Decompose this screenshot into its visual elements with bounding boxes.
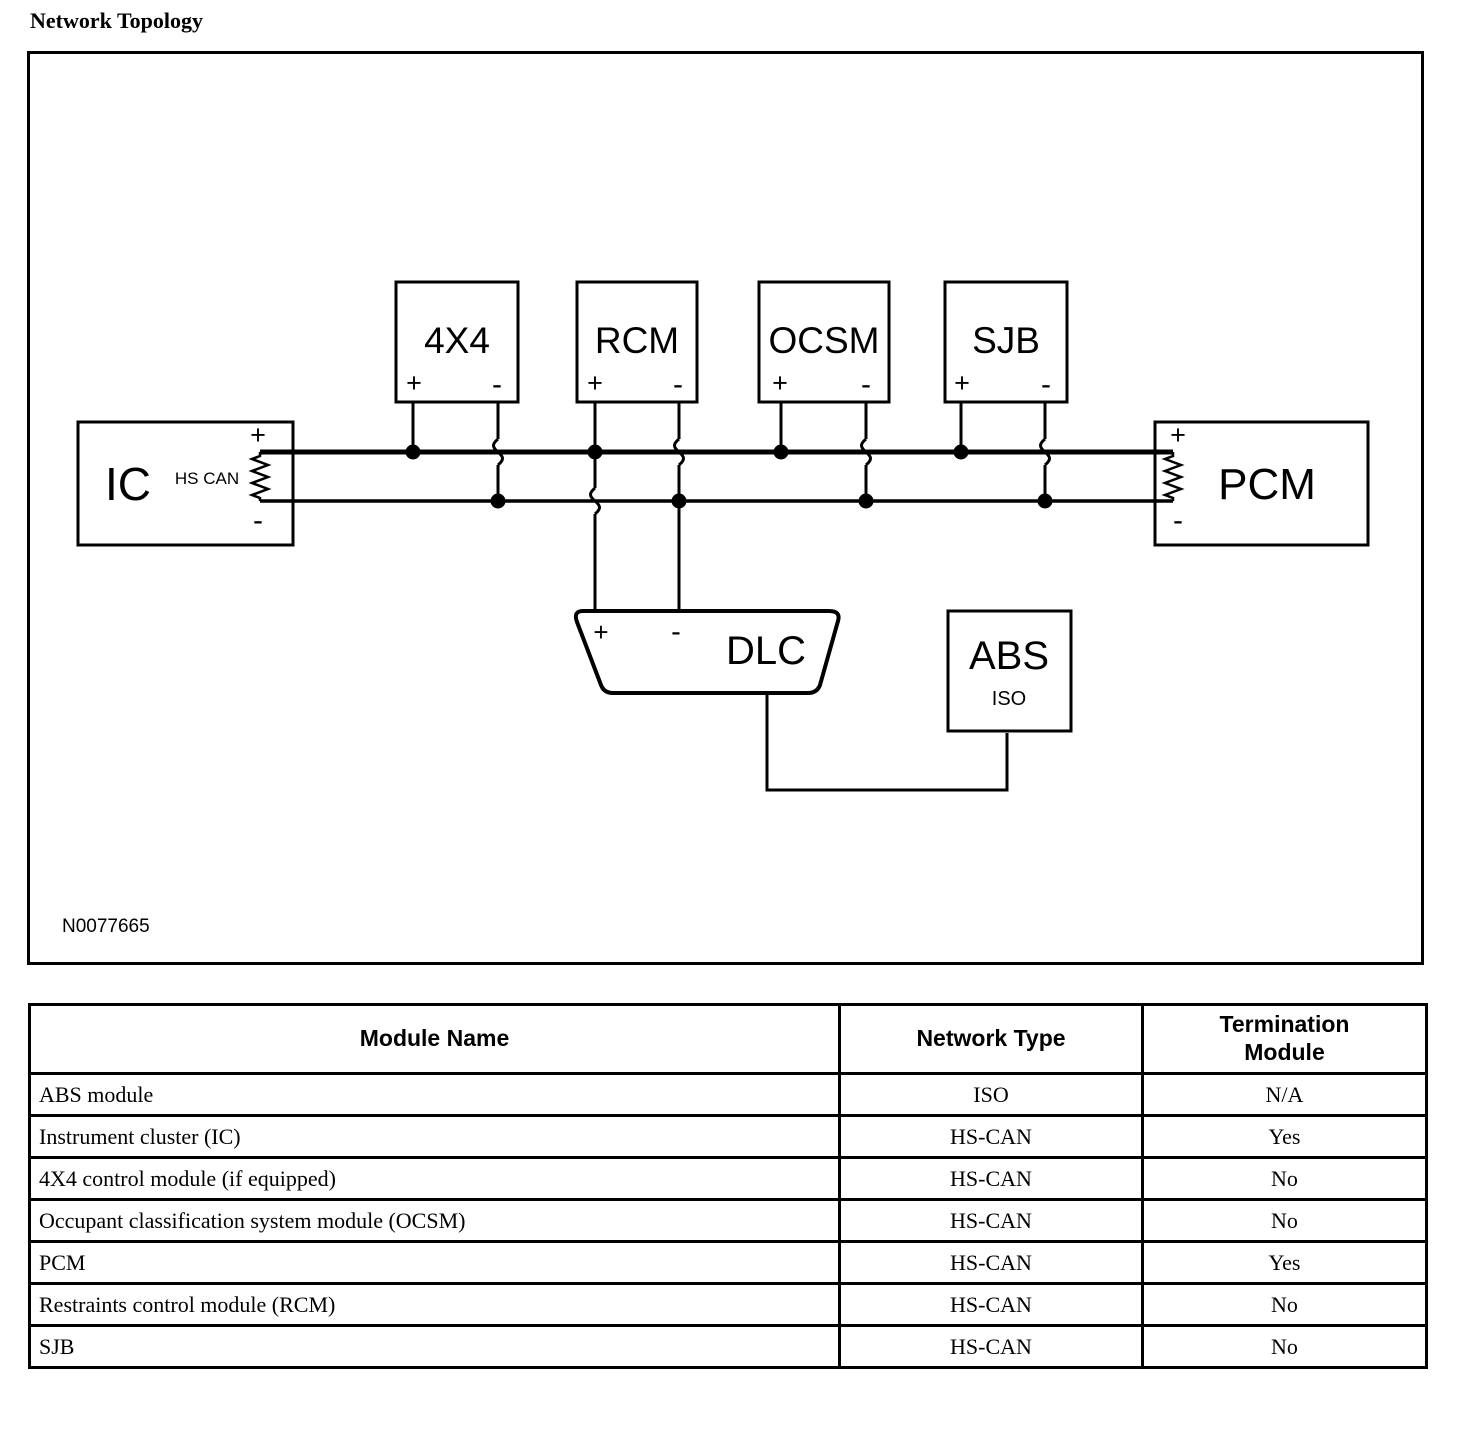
cell-module-name: Restraints control module (RCM) [28, 1282, 841, 1327]
dlc-connector-shape [573, 609, 841, 695]
dlc-abs-wire [765, 693, 1009, 792]
header-termination-module: Termination Module [1141, 1003, 1428, 1075]
cell-termination: Yes [1141, 1114, 1428, 1159]
junction-dot [773, 444, 789, 460]
cell-network-type: ISO [838, 1072, 1144, 1117]
module-network-table: Module Name Network Type Termination Mod… [28, 1003, 1428, 1369]
sjb-minus-label: - [1041, 368, 1051, 401]
cell-termination: N/A [1141, 1072, 1428, 1117]
wire-crossover-squiggles [492, 437, 1051, 516]
ocsm-plus-label: + [772, 368, 788, 398]
table-row: Instrument cluster (IC) HS-CAN Yes [28, 1114, 1428, 1159]
pcm-termination-resistor [1161, 452, 1185, 501]
table-row: PCM HS-CAN Yes [28, 1240, 1428, 1285]
ic-module-box [76, 420, 295, 547]
rcm-plus-label: + [587, 368, 603, 398]
header-termination-module-label: Termination Module [1219, 1011, 1350, 1065]
sjb-label: SJB [972, 320, 1040, 361]
dlc-label: DLC [726, 629, 806, 673]
network-topology-diagram: IC HS CAN + - PCM + - 4X4 + - RCM + - OC… [27, 51, 1424, 965]
4x4-module-box [394, 280, 520, 404]
ic-minus-label: - [253, 504, 263, 537]
page-title: Network Topology [30, 8, 203, 33]
header-network-type: Network Type [838, 1003, 1144, 1075]
cell-network-type: HS-CAN [838, 1240, 1144, 1285]
sjb-module-box [943, 280, 1069, 404]
rcm-label: RCM [595, 320, 679, 361]
table-row: 4X4 control module (if equipped) HS-CAN … [28, 1156, 1428, 1201]
table-row: Restraints control module (RCM) HS-CAN N… [28, 1282, 1428, 1327]
dlc-minus-label: - [671, 616, 681, 648]
cell-network-type: HS-CAN [838, 1282, 1144, 1327]
pcm-minus-label: - [1173, 504, 1183, 537]
junction-dot [858, 493, 874, 509]
rcm-minus-label: - [673, 368, 683, 401]
cell-termination: Yes [1141, 1240, 1428, 1285]
cell-termination: No [1141, 1282, 1428, 1327]
cell-network-type: HS-CAN [838, 1114, 1144, 1159]
cell-network-type: HS-CAN [838, 1324, 1144, 1369]
abs-network-label: ISO [992, 688, 1026, 710]
cell-module-name: SJB [28, 1324, 841, 1369]
sjb-plus-label: + [954, 368, 970, 398]
pcm-plus-label: + [1170, 420, 1186, 450]
cell-module-name: PCM [28, 1240, 841, 1285]
table-header-row: Module Name Network Type Termination Mod… [28, 1003, 1428, 1075]
junction-dot [953, 444, 969, 460]
cell-termination: No [1141, 1324, 1428, 1369]
abs-label: ABS [969, 634, 1049, 678]
table-row: SJB HS-CAN No [28, 1324, 1428, 1369]
diagram-border [27, 51, 1424, 965]
module-drop-wires [411, 402, 1047, 611]
4x4-plus-label: + [406, 368, 422, 398]
ic-termination-resistor [248, 452, 272, 501]
figure-id-label: N0077665 [62, 916, 150, 937]
pcm-label: PCM [1218, 460, 1316, 509]
ocsm-label: OCSM [769, 320, 880, 361]
junction-dot [405, 444, 421, 460]
pcm-module-box [1153, 420, 1370, 547]
cell-module-name: ABS module [28, 1072, 841, 1117]
junction-dot [1037, 493, 1053, 509]
cell-termination: No [1141, 1198, 1428, 1243]
cell-network-type: HS-CAN [838, 1198, 1144, 1243]
ic-label: IC [105, 458, 151, 510]
ic-plus-label: + [250, 420, 266, 450]
header-module-name-label: Module Name [359, 1025, 510, 1052]
junction-dot [671, 493, 687, 509]
ic-bus-label: HS CAN [175, 469, 239, 488]
header-module-name: Module Name [28, 1003, 841, 1075]
cell-module-name: Instrument cluster (IC) [28, 1114, 841, 1159]
cell-network-type: HS-CAN [838, 1156, 1144, 1201]
cell-module-name: 4X4 control module (if equipped) [28, 1156, 841, 1201]
ocsm-minus-label: - [861, 368, 871, 401]
ocsm-module-box [757, 280, 891, 404]
header-network-type-label: Network Type [916, 1025, 1066, 1052]
bus-junction-dots [405, 444, 1053, 509]
junction-dot [490, 493, 506, 509]
cell-module-name: Occupant classification system module (O… [28, 1198, 841, 1243]
cell-termination: No [1141, 1156, 1428, 1201]
table-row: ABS module ISO N/A [28, 1072, 1428, 1117]
4x4-minus-label: - [492, 368, 502, 401]
abs-module-box [946, 609, 1073, 733]
dlc-plus-label: + [593, 617, 608, 647]
table-row: Occupant classification system module (O… [28, 1198, 1428, 1243]
4x4-label: 4X4 [424, 320, 490, 361]
rcm-module-box [575, 280, 699, 404]
junction-dot [587, 444, 603, 460]
